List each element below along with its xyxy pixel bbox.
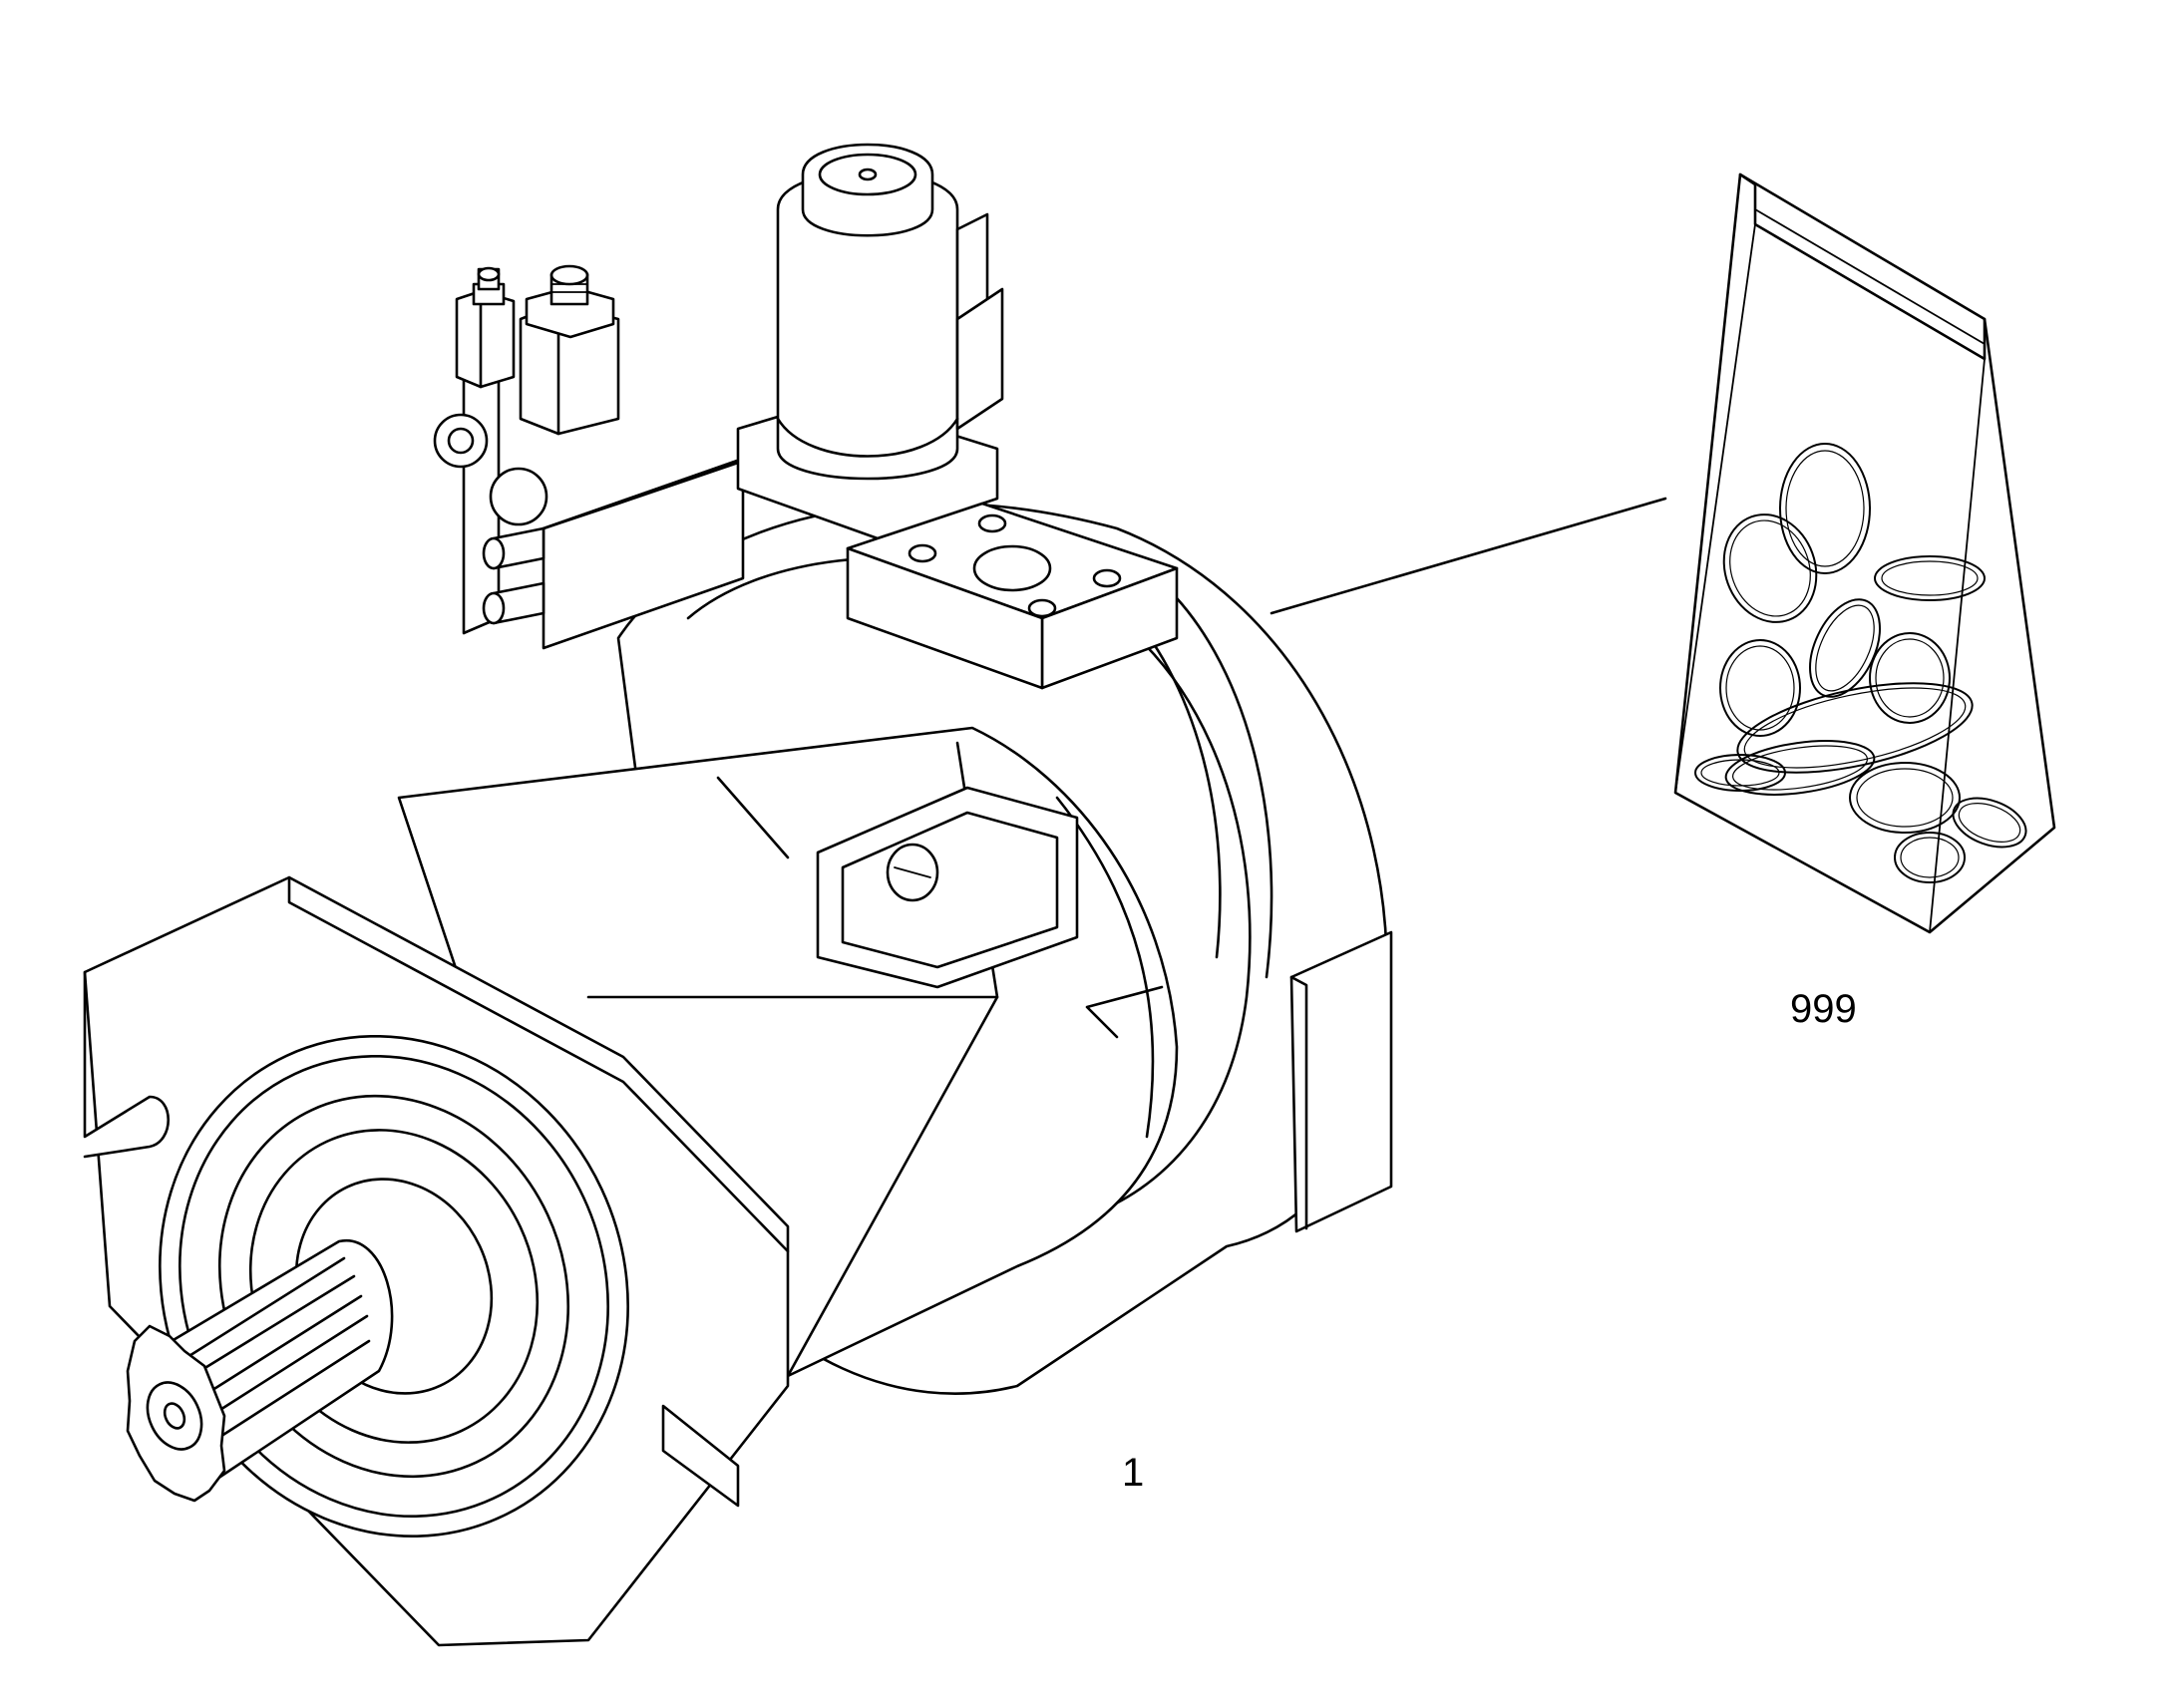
callout-motor: 1 bbox=[1122, 1451, 1144, 1495]
seal-kit-bag bbox=[1673, 172, 2056, 934]
callout-seal-kit: 999 bbox=[1790, 987, 1857, 1031]
o-rings bbox=[1694, 443, 2027, 883]
leader-line bbox=[1270, 497, 1667, 615]
large-adjust-screw bbox=[519, 264, 620, 436]
small-adjust-screw bbox=[455, 266, 516, 389]
splined-shaft bbox=[126, 1238, 394, 1503]
solenoid bbox=[776, 143, 1004, 481]
pressure-port-flange bbox=[846, 502, 1179, 690]
hydraulic-motor bbox=[83, 143, 1393, 1647]
